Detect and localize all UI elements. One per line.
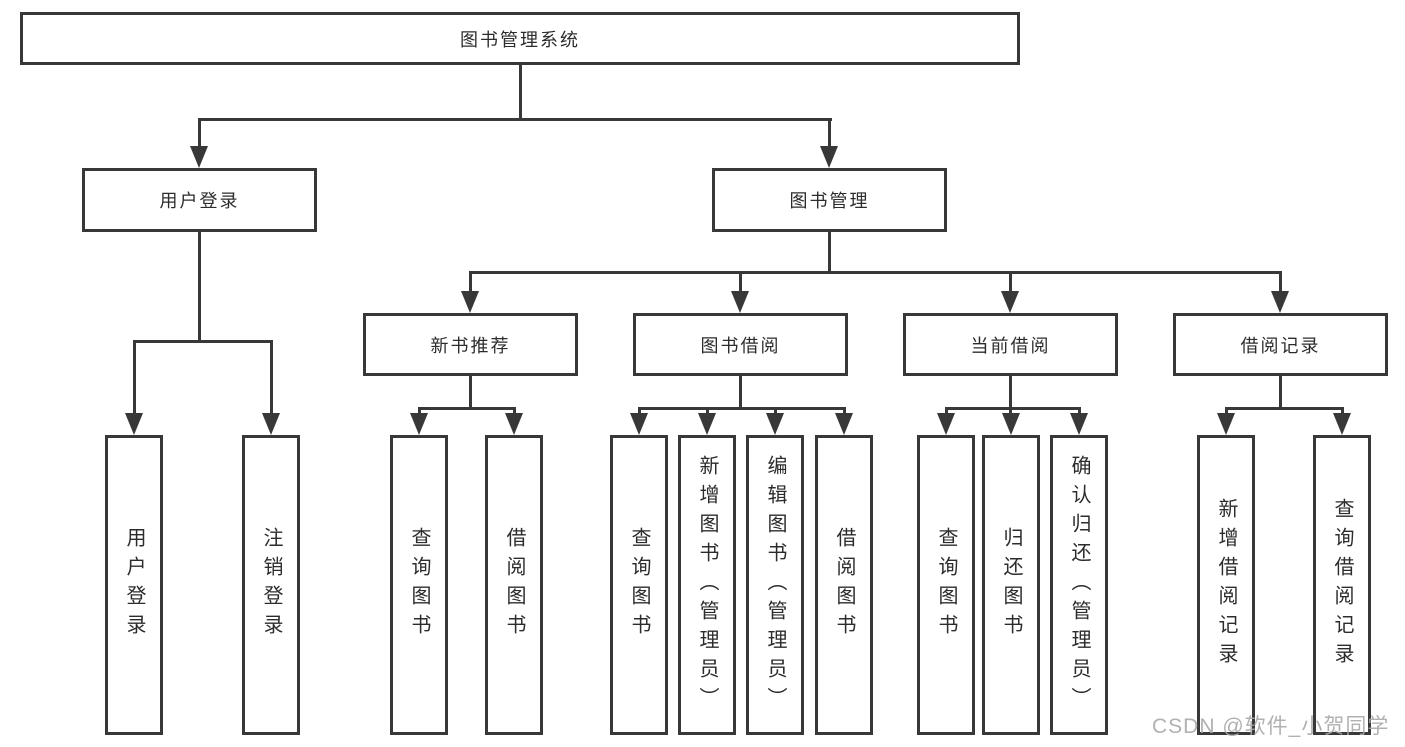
arrow-down-icon	[820, 146, 838, 168]
node-book-management: 图书管理	[712, 168, 947, 232]
edge-line	[1225, 407, 1228, 417]
arrow-down-icon	[766, 413, 784, 435]
leaf-user-login: 用户登录	[105, 435, 163, 735]
node-label: 图书借阅	[700, 335, 781, 356]
leaf-edit-books-admin: 编辑图书（管理员）	[746, 435, 804, 735]
arrow-down-icon	[505, 413, 523, 435]
arrow-down-icon	[1217, 413, 1235, 435]
edge-line	[638, 407, 845, 410]
edge-line	[418, 407, 421, 417]
edge-line	[133, 340, 273, 343]
node-label: 图书管理系统	[460, 29, 580, 50]
node-label: 借阅记录	[1240, 335, 1321, 356]
leaf-label: 查询借阅记录	[1331, 498, 1353, 672]
leaf-borrow-books: 借阅图书	[815, 435, 873, 735]
edge-line	[828, 232, 831, 274]
leaf-label: 借阅图书	[833, 527, 855, 643]
leaf-label: 确认归还（管理员）	[1068, 454, 1090, 716]
leaf-label: 查询图书	[408, 527, 430, 643]
arrow-down-icon	[1271, 291, 1289, 313]
arrow-down-icon	[698, 413, 716, 435]
leaf-label: 注销登录	[260, 527, 282, 643]
arrow-down-icon	[937, 413, 955, 435]
leaf-add-borrow-record: 新增借阅记录	[1197, 435, 1255, 735]
arrow-down-icon	[731, 291, 749, 313]
node-new-book-recommend: 新书推荐	[363, 313, 578, 376]
watermark: CSDN @软件_小贺同学	[1152, 715, 1390, 738]
arrow-down-icon	[410, 413, 428, 435]
leaf-query-borrow-record: 查询借阅记录	[1313, 435, 1371, 735]
edge-line	[1078, 407, 1081, 417]
edge-line	[198, 118, 201, 148]
edge-line	[519, 65, 522, 121]
edge-line	[945, 407, 1081, 410]
arrow-down-icon	[262, 413, 280, 435]
leaf-query-books-current: 查询图书	[917, 435, 975, 735]
leaf-confirm-return-admin: 确认归还（管理员）	[1050, 435, 1108, 735]
leaf-query-books-recommend: 查询图书	[390, 435, 448, 735]
leaf-label: 查询图书	[935, 527, 957, 643]
edge-line	[198, 232, 201, 343]
edge-line	[513, 407, 516, 417]
edge-line	[1341, 407, 1344, 417]
edge-line	[469, 271, 472, 293]
leaf-borrow-books-recommend: 借阅图书	[485, 435, 543, 735]
edge-line	[638, 407, 641, 417]
edge-line	[1225, 407, 1344, 410]
arrow-down-icon	[125, 413, 143, 435]
edge-line	[133, 340, 136, 415]
node-borrowing-records: 借阅记录	[1173, 313, 1388, 376]
leaf-add-books-admin: 新增图书（管理员）	[678, 435, 736, 735]
node-library-management-system: 图书管理系统	[20, 12, 1020, 65]
node-label: 新书推荐	[430, 335, 511, 356]
leaf-label: 用户登录	[123, 527, 145, 643]
edge-line	[270, 340, 273, 415]
edge-line	[198, 118, 832, 121]
leaf-return-books: 归还图书	[982, 435, 1040, 735]
node-label: 用户登录	[159, 191, 240, 211]
arrow-down-icon	[835, 413, 853, 435]
edge-line	[774, 407, 777, 417]
edge-line	[706, 407, 709, 417]
edge-line	[469, 271, 1282, 274]
edge-line	[1279, 376, 1282, 410]
edge-line	[828, 118, 831, 148]
arrow-down-icon	[1001, 291, 1019, 313]
leaf-label: 新增借阅记录	[1215, 498, 1237, 672]
edge-line	[418, 407, 516, 410]
node-user-login: 用户登录	[82, 168, 317, 232]
leaf-logout: 注销登录	[242, 435, 300, 735]
leaf-label: 归还图书	[1000, 527, 1022, 643]
arrow-down-icon	[1333, 413, 1351, 435]
node-label: 当前借阅	[970, 335, 1051, 356]
edge-line	[469, 376, 472, 410]
arrow-down-icon	[1002, 413, 1020, 435]
leaf-label: 编辑图书（管理员）	[764, 454, 786, 716]
edge-line	[1279, 271, 1282, 293]
leaf-label: 查询图书	[628, 527, 650, 643]
leaf-label: 借阅图书	[503, 527, 525, 643]
node-current-borrowing: 当前借阅	[903, 313, 1118, 376]
arrow-down-icon	[630, 413, 648, 435]
edge-line	[1009, 407, 1012, 417]
edge-line	[739, 271, 742, 293]
node-book-borrowing: 图书借阅	[633, 313, 848, 376]
edge-line	[1009, 376, 1012, 410]
arrow-down-icon	[461, 291, 479, 313]
leaf-query-books-borrowing: 查询图书	[610, 435, 668, 735]
edge-line	[739, 376, 742, 410]
leaf-label: 新增图书（管理员）	[696, 454, 718, 716]
edge-line	[945, 407, 948, 417]
arrow-down-icon	[190, 146, 208, 168]
edge-line	[843, 407, 846, 417]
arrow-down-icon	[1070, 413, 1088, 435]
edge-line	[1009, 271, 1012, 293]
node-label: 图书管理	[789, 191, 870, 211]
